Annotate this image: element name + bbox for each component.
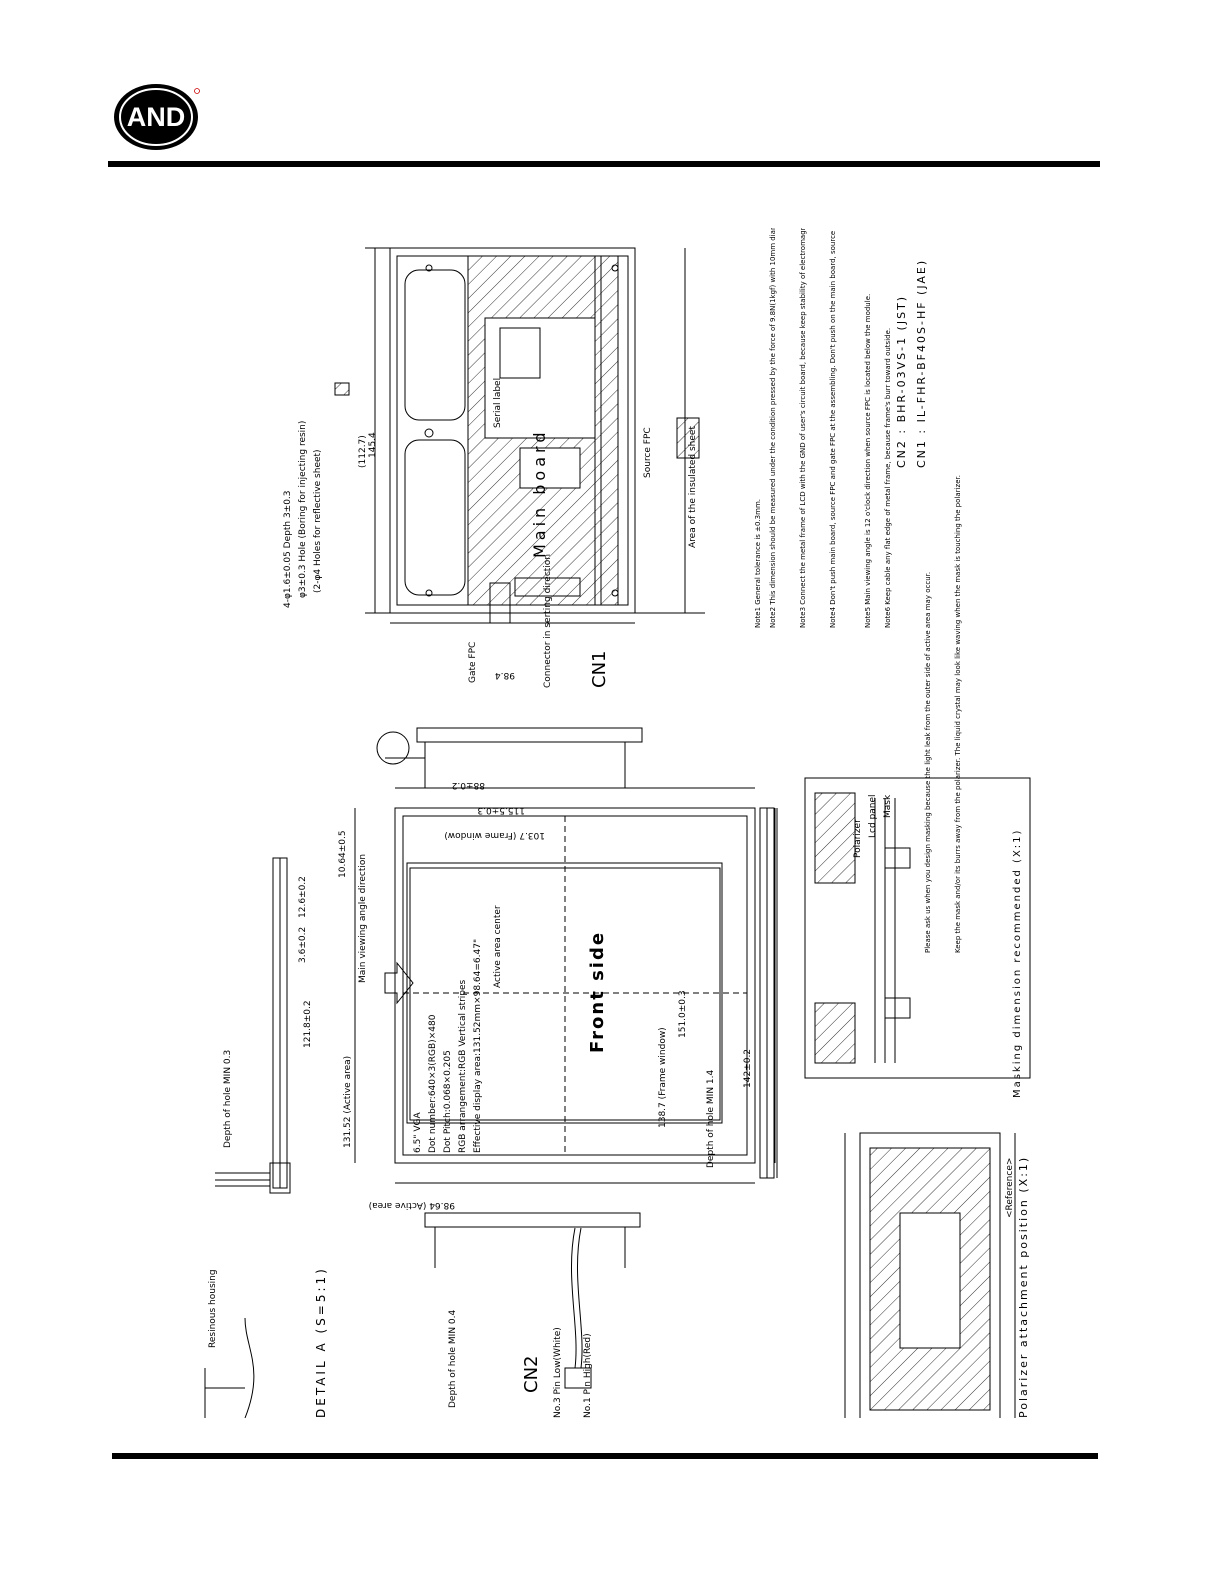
dim-126: 12.6±0.2 [298,876,308,918]
bottom-side-view [424,1212,641,1389]
active-center-label: Active area center [493,905,503,988]
connector-direction: Connector in serting direction [543,554,553,688]
front-view [354,787,776,1184]
note-2: Note2 This dimension should be measured … [769,228,777,628]
cn1-spec: CN1 : IL-FHR-BF40S-HF (JAE) [915,259,928,468]
side-profile [376,727,643,788]
header-rule [108,161,1100,167]
dim-1454: 145.4 [368,432,378,458]
cn2-spec: CN2 : BHR-03VS-1 (JST) [895,295,908,468]
drawing-canvas: CN1 Main board Front side CN2 CN2 : BHR-… [204,228,1031,1418]
pin-low-label: No.3 Pin Low(White) [553,1327,563,1418]
reference-label: <Reference> [1005,1158,1015,1218]
and-logo: AND [112,82,202,152]
mask-note-1: Please ask us when you design masking be… [924,572,932,953]
frame-window-width: 138.7 (Frame window) [658,1027,668,1128]
footer-rule [112,1453,1098,1459]
and-logo-mark: AND [114,84,200,150]
lcd-panel-label: Lcd panel [868,794,878,838]
spec-display: Effective display area:131.52mm×98.64=6.… [473,939,483,1153]
detail-a-view [204,1317,255,1418]
note-4: Note4 Don't push main board, source FPC … [829,228,837,628]
masking-title: Masking dimension recommended (X:1) [1012,829,1023,1098]
note-5: Note5 Main viewing angle is 12 o'clock d… [864,294,872,628]
detail-a-title: DETAIL A (S=5:1) [314,1266,328,1418]
dim-151: 151.0±0.3 [678,990,688,1038]
depth-hole-min04: Depth of hole MIN 0.4 [448,1309,458,1408]
registered-icon [194,88,200,94]
polarizer-view [844,1132,1016,1418]
dim-142: 142±0.2 [743,1049,753,1088]
active-area-height: 98.64 (Active area) [369,1200,455,1210]
spec-rgb: RGB arrangement:RGB Vertical stripes [458,979,468,1153]
dim-36: 3.6±0.2 [298,927,308,963]
serial-label: Serial label [493,378,503,428]
dim-1127: (112.7) [358,435,368,468]
hole-spec-3: (2-φ4 Holes for reflective sheet) [313,449,323,593]
spec-pitch: Dot Pitch:0.068×0.205 [443,1050,453,1153]
hole-spec-2: φ3±0.3 Hole (Boring for injecting resin) [298,421,308,598]
gate-fpc-label: Gate FPC [468,642,478,683]
spec-vga: 6.5" VGA [413,1112,423,1153]
mask-label: Mask [883,794,893,818]
dim-1064: 10.64±0.5 [338,830,348,878]
mechanical-drawing: CN1 Main board Front side CN2 CN2 : BHR-… [185,228,1050,1418]
front-side-label: Front side [587,931,608,1053]
dim-98-4: 98.4 [495,670,515,680]
note-1: Note1 General tolerance is ±0.3mm. [754,499,762,628]
cn1-label: CN1 [589,651,610,689]
insulated-area-label: Area of the insulated sheet [688,426,698,548]
cn2-label: CN2 [521,1356,542,1394]
spec-dots: Dot number:640×3(RGB)×480 [428,1014,438,1153]
right-side-view [759,807,778,1179]
frame-window-height: 103.7 (Frame window) [444,830,545,840]
pin-high-label: No.1 Pin High(Red) [583,1333,593,1418]
dim-121: 121.8±0.2 [303,1000,313,1048]
note-6: Note6 Keep cable any flat edge of metal … [884,328,892,628]
left-side-view [215,857,291,1194]
depth-hole-min03: Depth of hole MIN 0.3 [223,1050,233,1148]
dim-88: 88±0.2 [452,780,485,790]
rear-view [334,247,705,624]
mask-note-2: Keep the mask and/or its burrs away from… [954,475,962,953]
hole-spec-1: 4-φ1.6±0.05 Depth 3±0.3 [283,490,293,608]
depth-hole-min14: Depth of hole MIN 1.4 [706,1069,716,1168]
masking-view [804,777,1031,1079]
resinous-housing-label: Resinous housing [208,1269,218,1348]
dim-115: 115.5±0.3 [477,805,525,815]
polarizer-label: Polarizer [853,819,863,858]
logo-text: AND [127,102,186,132]
polarizer-title: Polarizer attachment position (X:1) [1017,1156,1030,1418]
active-area-width: 131.52 (Active area) [343,1056,353,1148]
source-fpc-label: Source FPC [643,427,653,478]
main-viewing-label: Main viewing angle direction [358,854,368,983]
main-board-label: Main board [530,429,549,558]
note-3: Note3 Connect the metal frame of LCD wit… [799,228,807,628]
